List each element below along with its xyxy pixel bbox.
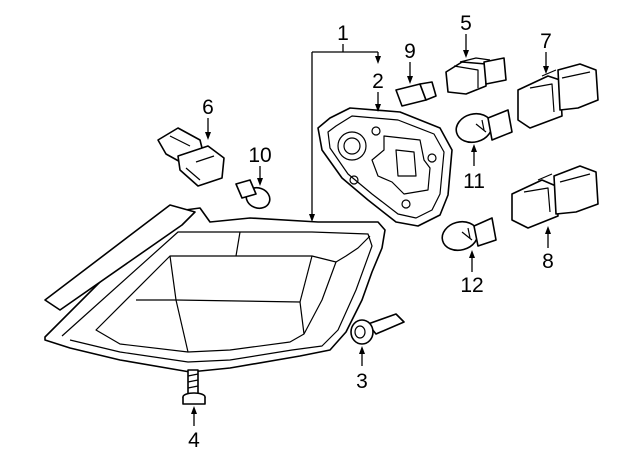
bulb-9 (395, 81, 437, 107)
tail-lamp-assembly (44, 204, 386, 373)
nut-3 (350, 313, 405, 345)
callout-2: 2 (372, 70, 384, 93)
bulb-12 (441, 217, 497, 252)
socket-5 (445, 57, 507, 95)
screw-4 (182, 369, 206, 405)
callout-12: 12 (460, 274, 483, 297)
callout-7: 7 (540, 30, 552, 53)
callout-9: 9 (404, 40, 416, 63)
socket-7 (517, 63, 599, 129)
callout-labels: 1 2 3 4 5 6 7 8 9 10 11 12 (188, 12, 554, 452)
callout-3: 3 (356, 370, 368, 393)
bulb-10 (235, 179, 271, 210)
bulb-11 (455, 109, 513, 144)
socket-8 (511, 165, 599, 229)
callout-6: 6 (202, 96, 214, 119)
callout-11: 11 (463, 170, 485, 193)
callout-5: 5 (460, 12, 472, 35)
socket-6 (157, 127, 225, 187)
leader-lines (191, 34, 551, 426)
callout-10: 10 (248, 144, 271, 167)
callout-4: 4 (188, 429, 200, 452)
callout-1: 1 (337, 22, 349, 45)
socket-plate (317, 107, 453, 227)
callout-8: 8 (542, 250, 554, 273)
